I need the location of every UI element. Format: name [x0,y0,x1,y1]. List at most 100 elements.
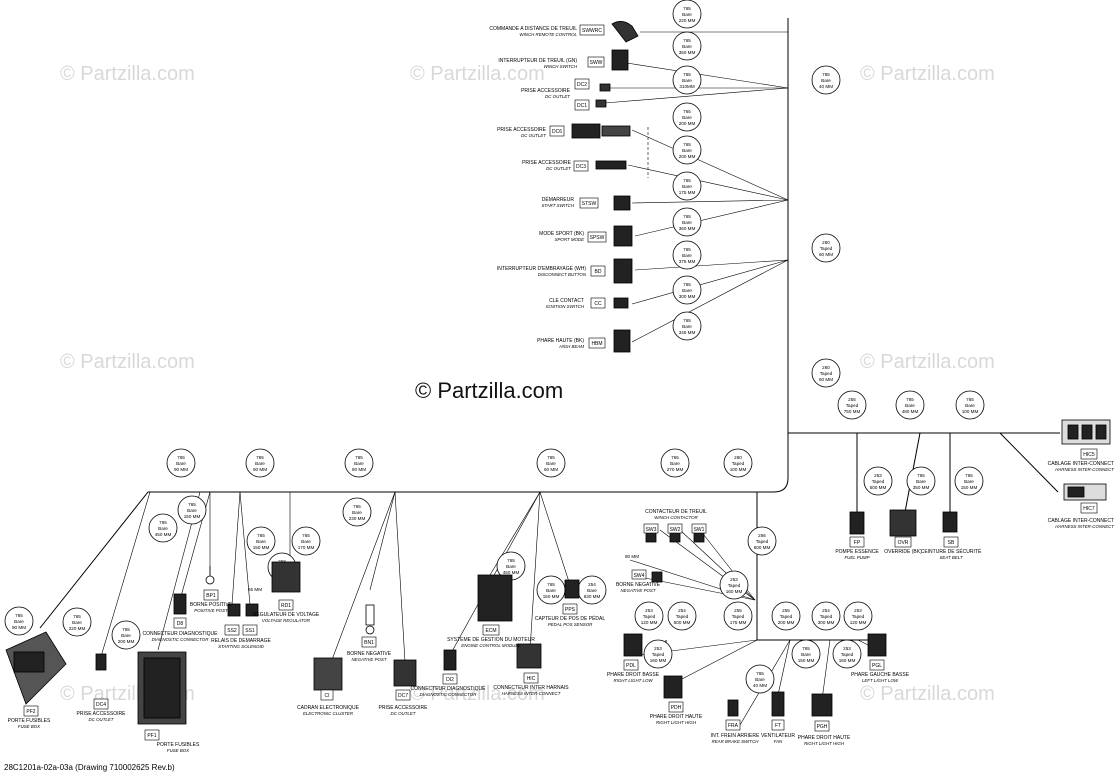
svg-text:SEAT BELT: SEAT BELT [939,555,962,560]
svg-text:100 MM: 100 MM [962,409,979,414]
svg-text:450 MM: 450 MM [155,532,172,537]
label-group: PHARE HAUTE (BK) HIGH BEAM HBM [537,337,606,349]
svg-text:170 MM: 170 MM [298,545,315,550]
svg-text:765: 765 [683,142,691,147]
svg-text:D8: D8 [177,621,184,627]
svg-text:PRISE ACCESSOIRE: PRISE ACCESSOIRE [497,127,547,133]
svg-text:DC OUTLET: DC OUTLET [521,133,546,138]
svg-text:RIGHT LIGHT HIGH: RIGHT LIGHT HIGH [804,741,845,746]
svg-text:DC OUTLET: DC OUTLET [89,717,114,722]
svg-text:765: 765 [683,282,691,287]
svg-text:90 MM: 90 MM [253,467,267,472]
svg-text:CABLAGE INTER-CONNECT: CABLAGE INTER-CONNECT [1048,461,1114,467]
disconnect-button-icon [613,258,633,284]
svg-text:PRISE ACCESSOIRE: PRISE ACCESSOIRE [379,705,429,711]
dc-outlet-icon [95,653,107,671]
sport-mode-icon [613,225,633,247]
bottom-wires [99,491,879,726]
watermark: © Partzilla.com [860,351,995,373]
svg-text:253: 253 [874,473,882,478]
svg-text:HIC5: HIC5 [1083,452,1095,458]
svg-text:160 MM: 160 MM [839,658,856,663]
svg-text:OVR: OVR [898,540,909,546]
svg-text:SWW: SWW [590,60,603,66]
svg-text:765: 765 [683,72,691,77]
svg-text:Bare: Bare [682,78,692,83]
label-group: PF2 PORTE FUSIBLES FUSE BOX [8,705,51,729]
svg-text:DI2: DI2 [446,677,454,683]
svg-text:CADRAN ELECTRONIQUE: CADRAN ELECTRONIQUE [297,705,360,711]
label-group: SB CEINTURE DE SÉCURITÉ SEAT BELT [921,536,982,560]
label-group: DC1 [574,99,590,111]
svg-text:765: 765 [683,109,691,114]
svg-text:Bare: Bare [916,479,926,484]
svg-text:DC2: DC2 [577,82,587,88]
label-group: MODE SPORT (BK) SPORT MODE SPSW [539,231,607,243]
svg-text:COMMANDE A DISTANCE DE TREUIL: COMMANDE A DISTANCE DE TREUIL [489,26,577,32]
svg-text:CONNECTEUR INTER HARNAIS: CONNECTEUR INTER HARNAIS [493,685,569,691]
dc-outlet-icon [393,659,417,687]
brake-switch-icon [727,699,739,717]
svg-text:REGULATEUR DE VOLTAGE: REGULATEUR DE VOLTAGE [253,612,320,618]
label-group: BN1 BORNE NEGATIVE NEGATIVE POST [347,636,392,662]
svg-text:Taped: Taped [872,479,885,484]
svg-text:REAR BRAKE SWITCH: REAR BRAKE SWITCH [712,739,760,744]
svg-text:160 MM: 160 MM [726,589,743,594]
svg-text:HIGH BEAM: HIGH BEAM [559,344,584,349]
watermark: © Partzilla.com [410,63,545,85]
svg-text:765: 765 [683,38,691,43]
svg-text:600 MM: 600 MM [754,545,771,550]
svg-text:Taped: Taped [732,614,745,619]
svg-text:Taped: Taped [780,614,793,619]
svg-text:60 MM: 60 MM [819,252,833,257]
svg-text:260: 260 [822,240,830,245]
label-group: PPS CAPTEUR DE POS DE PÉDAL PEDAL POS SE… [535,603,605,627]
svg-text:BD: BD [595,269,602,275]
svg-text:Bare: Bare [821,78,831,83]
svg-text:Bare: Bare [682,288,692,293]
top-wires [604,31,789,343]
svg-text:Bare: Bare [682,115,692,120]
svg-text:765: 765 [906,397,914,402]
svg-text:PHARE DROIT HAUTE: PHARE DROIT HAUTE [650,714,703,720]
svg-text:255: 255 [734,608,742,613]
svg-text:FT: FT [775,723,781,729]
label-group: INTERRUPTEUR DE TREUIL (GN) WINCH SWITCH… [498,56,605,69]
svg-text:765: 765 [683,247,691,252]
svg-text:DC OUTLET: DC OUTLET [545,94,570,99]
svg-text:300 MM: 300 MM [679,294,696,299]
svg-text:CC: CC [594,301,602,307]
watermark: © Partzilla.com [410,683,545,705]
svg-text:PHARE DROIT BASSE: PHARE DROIT BASSE [607,672,660,678]
svg-text:255: 255 [848,397,856,402]
svg-text:PRISE ACCESSOIRE: PRISE ACCESSOIRE [521,88,571,94]
svg-text:Taped: Taped [820,246,833,251]
label-group: HIC5 CABLAGE INTER-CONNECT HARNESS INTER… [1048,448,1114,472]
svg-text:253: 253 [843,646,851,651]
svg-text:256: 256 [758,533,766,538]
svg-text:POMPE ESSENCE: POMPE ESSENCE [835,549,879,555]
label-group: CLE CONTACT IGNITION SWITCH CC [546,297,606,309]
svg-text:VOLTAGE REGULATOR: VOLTAGE REGULATOR [262,618,311,623]
label-group: PRISE ACCESSOIRE DC OUTLET DC6 [497,125,565,138]
svg-text:500 MM: 500 MM [870,485,887,490]
fuse-box-icon [5,631,67,705]
winch-contactor-icon [693,531,705,543]
svg-text:WINCH SWITCH: WINCH SWITCH [544,64,578,69]
winch-contactor-icon [651,571,663,583]
